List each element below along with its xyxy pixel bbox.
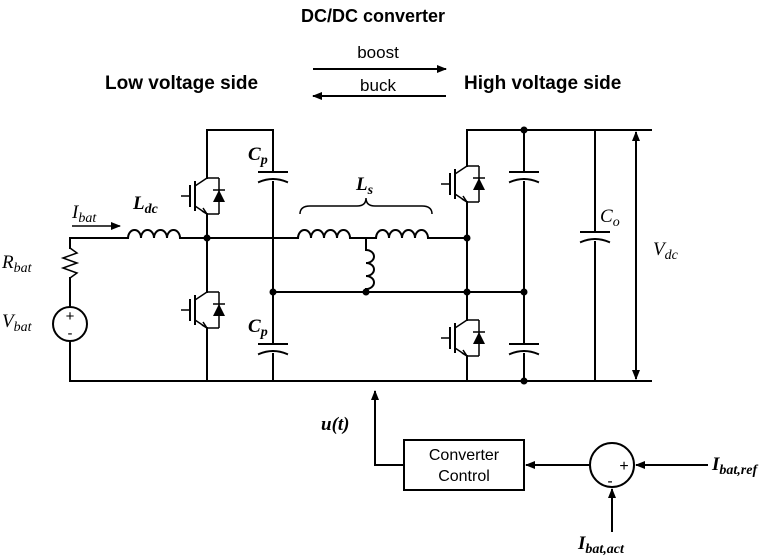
vdc-label: Vdc xyxy=(653,239,679,263)
boost-label: boost xyxy=(357,43,399,62)
split-capacitor-upper xyxy=(508,129,540,343)
battery-resistance-label: Rbat xyxy=(1,252,33,276)
control-output-label: u(t) xyxy=(321,414,350,435)
buck-label: buck xyxy=(360,76,396,95)
ls-brace xyxy=(299,197,433,215)
low-side-upper-igbt xyxy=(180,167,226,225)
ls-label: Ls xyxy=(355,174,374,198)
co-capacitor xyxy=(579,129,611,382)
high-side-upper-igbt xyxy=(440,155,486,213)
high-side-bridge-leg xyxy=(466,129,616,382)
diagram-title: DC/DC converter xyxy=(301,6,445,26)
actual-current-label: Ibat,act xyxy=(577,533,625,557)
cp-bottom-label: Cp xyxy=(248,316,268,340)
high-side-lower-igbt xyxy=(440,309,486,367)
co-label: Co xyxy=(600,206,620,230)
junction-dot xyxy=(520,126,528,134)
battery-plus-sign: + xyxy=(66,308,75,325)
cp-top-label: Cp xyxy=(248,144,268,168)
cp-top-capacitor xyxy=(257,171,289,184)
junction-dot xyxy=(362,288,370,296)
converter-control-line2: Control xyxy=(438,468,490,485)
ldc-inductor xyxy=(126,229,208,240)
battery-voltage-label: Vbat xyxy=(2,311,33,335)
low-voltage-side-label: Low voltage side xyxy=(105,73,258,94)
junction-dot xyxy=(520,377,528,385)
junction-dot xyxy=(463,234,471,242)
ldc-label: Ldc xyxy=(132,193,159,217)
split-capacitor-lower xyxy=(508,343,540,382)
battery-return-wire xyxy=(69,340,468,382)
low-side-lower-igbt xyxy=(180,281,226,339)
ls-winding-left xyxy=(296,229,377,240)
battery-resistor xyxy=(60,247,80,279)
battery-current-label: Ibat xyxy=(71,202,97,226)
low-side-top-rail xyxy=(206,129,274,171)
cp-bottom-capacitor xyxy=(257,343,289,356)
summing-minus-sign: - xyxy=(607,473,612,490)
battery-minus-sign: - xyxy=(68,325,73,342)
converter-control-line1: Converter xyxy=(429,447,500,464)
ls-winding-right xyxy=(374,229,468,240)
control-output-wire xyxy=(374,401,405,466)
summing-plus-sign: + xyxy=(619,458,628,475)
high-voltage-side-label: High voltage side xyxy=(464,73,621,94)
ls-center-tap xyxy=(365,237,375,293)
reference-current-label: Ibat,ref xyxy=(711,454,758,478)
